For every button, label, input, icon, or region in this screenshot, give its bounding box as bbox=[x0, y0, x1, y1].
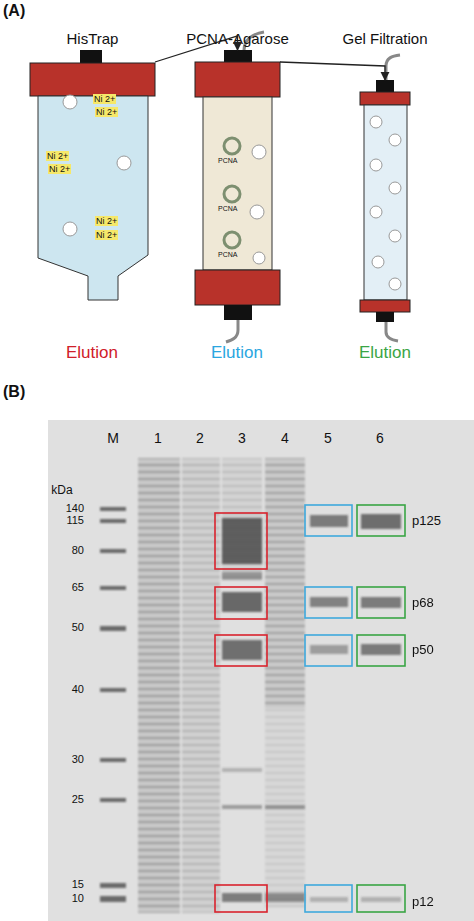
column-title: Gel Filtration bbox=[305, 30, 465, 47]
histrap-column: HisTrapNi 2+Ni 2+Ni 2+Ni 2+Ni 2+Ni 2+ bbox=[30, 50, 155, 300]
ion-label: Ni 2+ bbox=[95, 230, 118, 240]
panel-letter: (B) bbox=[3, 383, 25, 401]
step-label: Elution bbox=[66, 343, 118, 363]
sds-page-gel bbox=[48, 420, 474, 921]
protein-label: PCNA bbox=[218, 205, 237, 213]
ion-label: Ni 2+ bbox=[93, 94, 116, 104]
lane-label: 3 bbox=[238, 430, 246, 446]
histrap-column bbox=[30, 50, 155, 300]
gel-filtration-column: Gel Filtration bbox=[360, 80, 410, 322]
column-title: HisTrap bbox=[30, 30, 155, 47]
gel-filtration-column bbox=[360, 55, 410, 341]
subunit-label: p68 bbox=[412, 596, 434, 611]
marker-size: 15 bbox=[72, 878, 84, 891]
subunit-label: p12 bbox=[412, 895, 434, 910]
lane-label: 5 bbox=[324, 430, 332, 446]
marker-size: 140 bbox=[66, 502, 84, 515]
marker-size: 65 bbox=[72, 581, 84, 594]
protein-label: PCNA bbox=[218, 251, 237, 259]
ion-label: Ni 2+ bbox=[46, 151, 69, 161]
marker-size: 10 bbox=[72, 892, 84, 905]
step-label: Elution bbox=[211, 343, 263, 363]
lane-label: 6 bbox=[376, 430, 384, 446]
subunit-label: p50 bbox=[412, 643, 434, 658]
ion-label: Ni 2+ bbox=[95, 216, 118, 226]
marker-size: 50 bbox=[72, 621, 84, 634]
panel-letter: (A) bbox=[3, 2, 25, 20]
lane-label: 1 bbox=[154, 430, 162, 446]
protein-label: PCNA bbox=[218, 157, 237, 165]
flow-arrow bbox=[280, 62, 385, 80]
subunit-label: p125 bbox=[412, 514, 441, 529]
marker-size: 115 bbox=[66, 514, 84, 527]
pcna-agarose-column: PCNA-AgarosePCNAPCNAPCNA bbox=[195, 50, 280, 320]
lane-label: M bbox=[107, 430, 119, 446]
lane-label: 2 bbox=[196, 430, 204, 446]
marker-size: 25 bbox=[72, 793, 84, 806]
marker-size: 30 bbox=[72, 753, 84, 766]
marker-size: 40 bbox=[72, 683, 84, 696]
ion-label: Ni 2+ bbox=[48, 164, 71, 174]
step-label: Elution bbox=[359, 343, 411, 363]
unit-label: kDa bbox=[51, 484, 72, 498]
ion-label: Ni 2+ bbox=[95, 107, 118, 117]
column-title: PCNA-Agarose bbox=[165, 30, 310, 47]
lane-label: 4 bbox=[281, 430, 289, 446]
marker-size: 80 bbox=[72, 544, 84, 557]
pcna-column bbox=[195, 32, 280, 342]
